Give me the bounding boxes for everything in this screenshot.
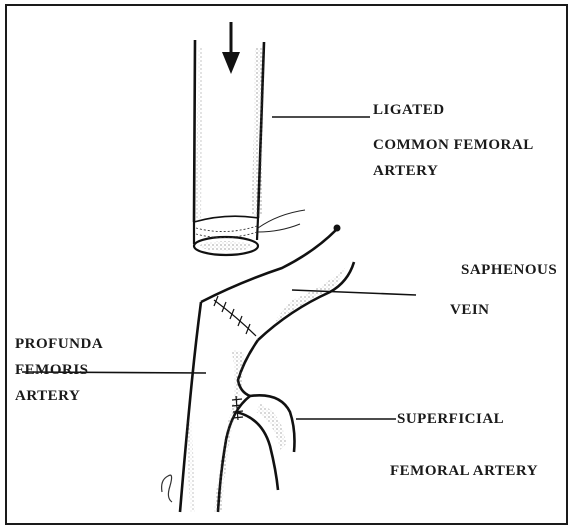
label-profunda: PROFUNDA — [15, 336, 103, 353]
label-artery-common: ARTERY — [373, 163, 438, 180]
label-ligated: LIGATED — [373, 102, 445, 119]
label-femoral-artery: FEMORAL ARTERY — [390, 463, 538, 480]
flow-arrow-icon — [222, 22, 240, 74]
label-common-femoral: COMMON FEMORAL — [373, 137, 534, 154]
superficial-femoral-artery — [236, 395, 295, 490]
label-superficial: SUPERFICIAL — [397, 411, 504, 428]
label-saphenous: SAPHENOUS — [461, 262, 557, 279]
suture-knot-icon — [334, 225, 341, 232]
artist-signature — [162, 475, 172, 502]
label-artery-profunda: ARTERY — [15, 388, 80, 405]
label-vein: VEIN — [450, 302, 490, 319]
common-femoral-artery — [194, 40, 305, 255]
label-femoris: FEMORIS — [15, 362, 89, 379]
